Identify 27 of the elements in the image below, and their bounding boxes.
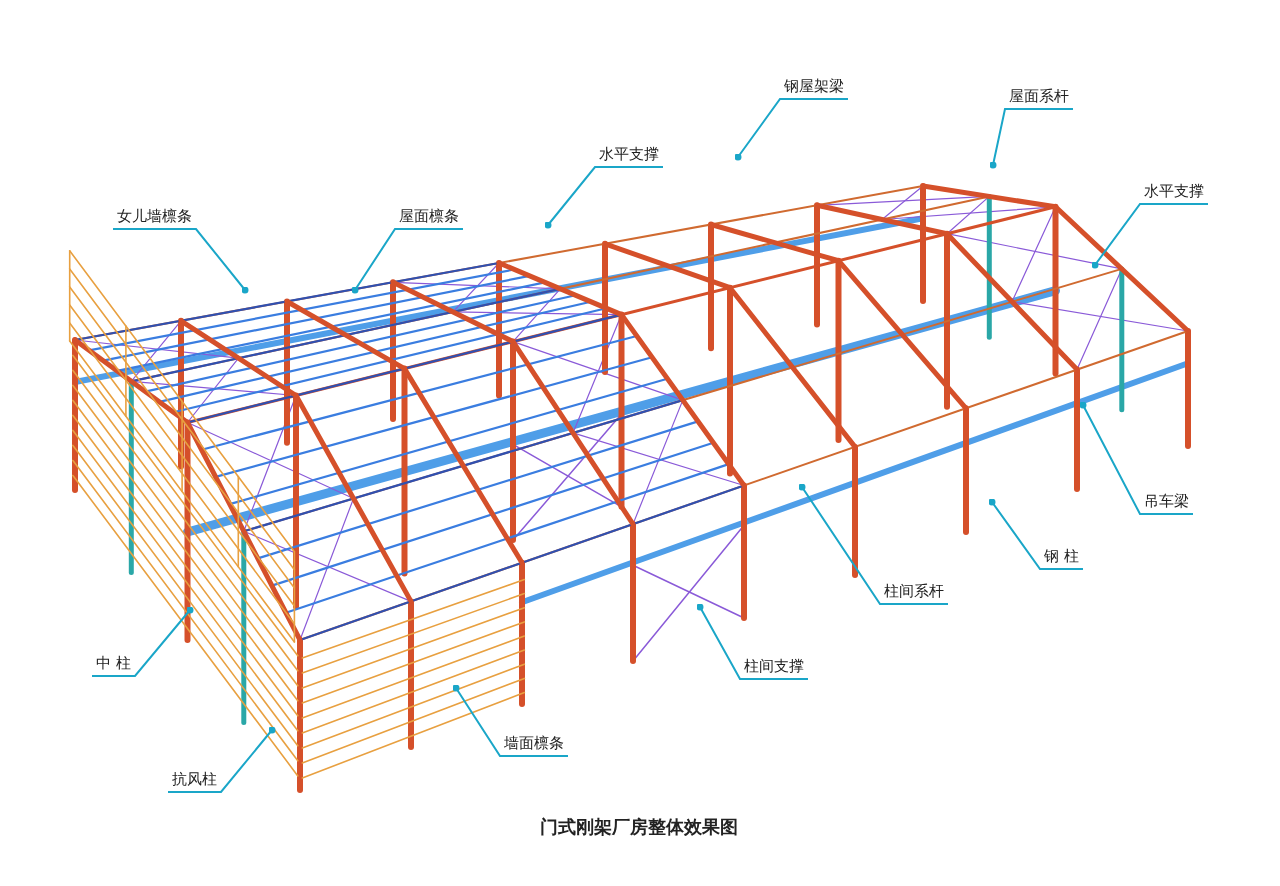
callout-label: 钢屋架梁 — [780, 77, 848, 99]
leader-line — [351, 228, 464, 294]
callout-label: 屋面系杆 — [1005, 87, 1073, 109]
leader-line — [452, 684, 569, 757]
leader-line — [544, 166, 664, 229]
callout-label: 柱间支撑 — [740, 657, 808, 679]
leader-line — [988, 498, 1084, 570]
callout-label: 女儿墙檩条 — [113, 207, 196, 229]
callout-label: 屋面檩条 — [395, 207, 463, 229]
callout-label: 墙面檩条 — [500, 734, 568, 756]
callout-label: 钢 柱 — [1040, 547, 1083, 569]
leader-line — [989, 108, 1074, 169]
leader-line — [696, 603, 809, 680]
caption: 门式刚架厂房整体效果图 — [540, 815, 738, 839]
callout-label: 中 柱 — [92, 654, 135, 676]
callout-label: 水平支撑 — [595, 145, 663, 167]
callout-label: 吊车梁 — [1140, 492, 1193, 514]
leader-line — [91, 606, 194, 677]
leader-line — [734, 98, 849, 161]
callout-label: 抗风柱 — [168, 770, 221, 792]
leader-line — [167, 726, 276, 793]
callout-label: 水平支撑 — [1140, 182, 1208, 204]
callout-label: 柱间系杆 — [880, 582, 948, 604]
leader-line — [1091, 203, 1209, 269]
leader-line — [798, 483, 949, 605]
leader-line — [112, 228, 249, 294]
leader-line — [1079, 401, 1194, 515]
